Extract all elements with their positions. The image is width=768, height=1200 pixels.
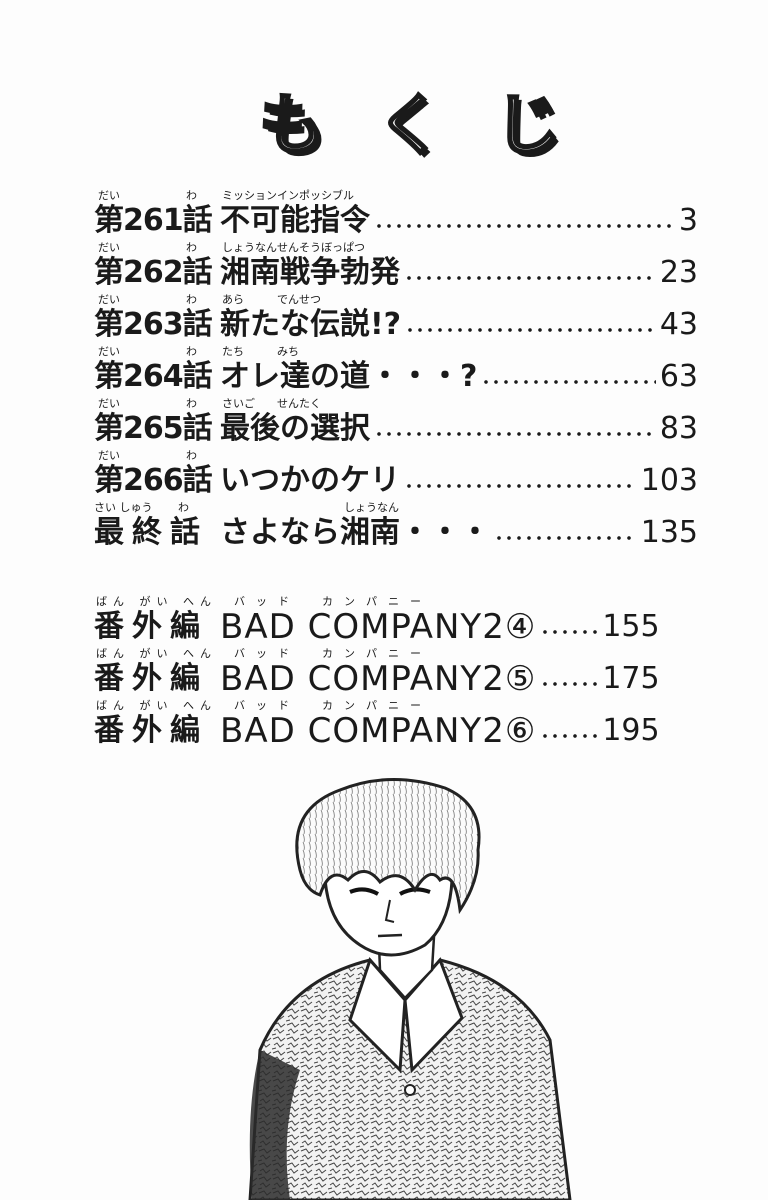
chapter-number: 第261話 (94, 203, 213, 238)
toc-entry: さい しゅう わ しょうなん 最終話 さよなら湘南・・・ 135 (94, 502, 698, 554)
ruby-number: だい (98, 397, 120, 410)
chapter-number: 最終話 (94, 515, 208, 550)
page-number: 135 (640, 515, 698, 550)
page-number: 175 (602, 661, 660, 696)
page-number: 23 (659, 255, 698, 290)
page-number: 83 (659, 411, 698, 446)
extra-label: 番外編 (94, 661, 208, 696)
ruby-name: さいご せんたく (222, 397, 321, 410)
chapter-number: 第263話 (94, 307, 213, 342)
ruby-label: ばん がい へん (96, 647, 217, 660)
dot-leader (405, 327, 656, 333)
chapter-number: 第262話 (94, 255, 213, 290)
dot-leader (540, 681, 599, 687)
chapter-title: オレ達の道・・・? (220, 359, 478, 394)
dot-leader (540, 733, 599, 739)
toc-entry: だい わ たち みち 第264話 オレ達の道・・・? 63 (94, 346, 698, 398)
ruby-label: ばん がい へん (96, 595, 217, 608)
dot-leader (540, 629, 599, 635)
toc-entry: だい わ さいご せんたく 第265話 最後の選択 83 (94, 398, 698, 450)
ruby-number: さい しゅう (94, 501, 153, 514)
chapter-title: いつかのケリ (220, 463, 400, 498)
dot-leader (494, 535, 637, 541)
dot-leader (374, 223, 675, 229)
ruby-name: たち みち (222, 345, 299, 358)
ruby-wa: わ (186, 345, 197, 358)
extra-title: BAD COMPANY2⑤ (220, 659, 537, 699)
dot-leader (481, 379, 656, 385)
toc-entry: だい わ 第266話 いつかのケリ 103 (94, 450, 698, 502)
ruby-name: あら でんせつ (222, 293, 321, 306)
toc-extra-entry: ばん がい へん バ ッ ド カ ン パ ニ ー 番外編 BAD COMPANY… (94, 596, 698, 648)
page-number: 3 (678, 203, 698, 238)
extra-label: 番外編 (94, 609, 208, 644)
ruby-number: だい (98, 345, 120, 358)
ruby-number: だい (98, 293, 120, 306)
ruby-wa: わ (186, 397, 197, 410)
toc-entry: だい わ あら でんせつ 第263話 新たな伝説!? 43 (94, 294, 698, 346)
toc-entry: だい わ しょうなんせんそうぼっぱつ 第262話 湘南戦争勃発 23 (94, 242, 698, 294)
chapter-title: 最後の選択 (220, 411, 370, 446)
chapter-title: 不可能指令 (220, 203, 370, 238)
ruby-label: ばん がい へん (96, 699, 217, 712)
extra-title: BAD COMPANY2⑥ (220, 711, 537, 751)
page-number: 63 (659, 359, 698, 394)
chapter-number: 第265話 (94, 411, 213, 446)
ruby-name: しょうなん (344, 501, 399, 514)
ruby-wa: わ (186, 241, 197, 254)
dot-leader (404, 483, 637, 489)
ruby-number: だい (98, 241, 120, 254)
page-number: 155 (602, 609, 660, 644)
ruby-number: だい (98, 449, 120, 462)
chapter-number: 第266話 (94, 463, 213, 498)
ruby-wa: わ (186, 189, 197, 202)
ruby-wa: わ (186, 449, 197, 462)
extra-title: BAD COMPANY2④ (220, 607, 537, 647)
ruby-name: バ ッ ド カ ン パ ニ ー (234, 699, 421, 712)
dot-leader (404, 275, 656, 281)
ruby-wa: わ (186, 293, 197, 306)
ruby-name: バ ッ ド カ ン パ ニ ー (234, 647, 421, 660)
chapter-title: 湘南戦争勃発 (220, 255, 400, 290)
page-title: もくじ (258, 86, 613, 166)
chapter-title: さよなら湘南・・・ (220, 515, 490, 550)
ruby-wa: わ (178, 501, 189, 514)
ruby-number: だい (98, 189, 120, 202)
page-number: 195 (602, 713, 660, 748)
ruby-name: ミッションインポッシブル (222, 189, 354, 202)
toc-entry: だい わ ミッションインポッシブル 第261話 不可能指令 3 (94, 190, 698, 242)
chapter-title: 新たな伝説!? (220, 307, 402, 342)
page-number: 43 (659, 307, 698, 342)
dot-leader (374, 431, 656, 437)
chapter-number: 第264話 (94, 359, 213, 394)
extra-label: 番外編 (94, 713, 208, 748)
page-number: 103 (640, 463, 698, 498)
ruby-name: しょうなんせんそうぼっぱつ (222, 241, 365, 254)
toc-extra-entry: ばん がい へん バ ッ ド カ ン パ ニ ー 番外編 BAD COMPANY… (94, 700, 698, 752)
toc-extra-entry: ばん がい へん バ ッ ド カ ン パ ニ ー 番外編 BAD COMPANY… (94, 648, 698, 700)
character-illustration (248, 777, 572, 1200)
ruby-name: バ ッ ド カ ン パ ニ ー (234, 595, 421, 608)
